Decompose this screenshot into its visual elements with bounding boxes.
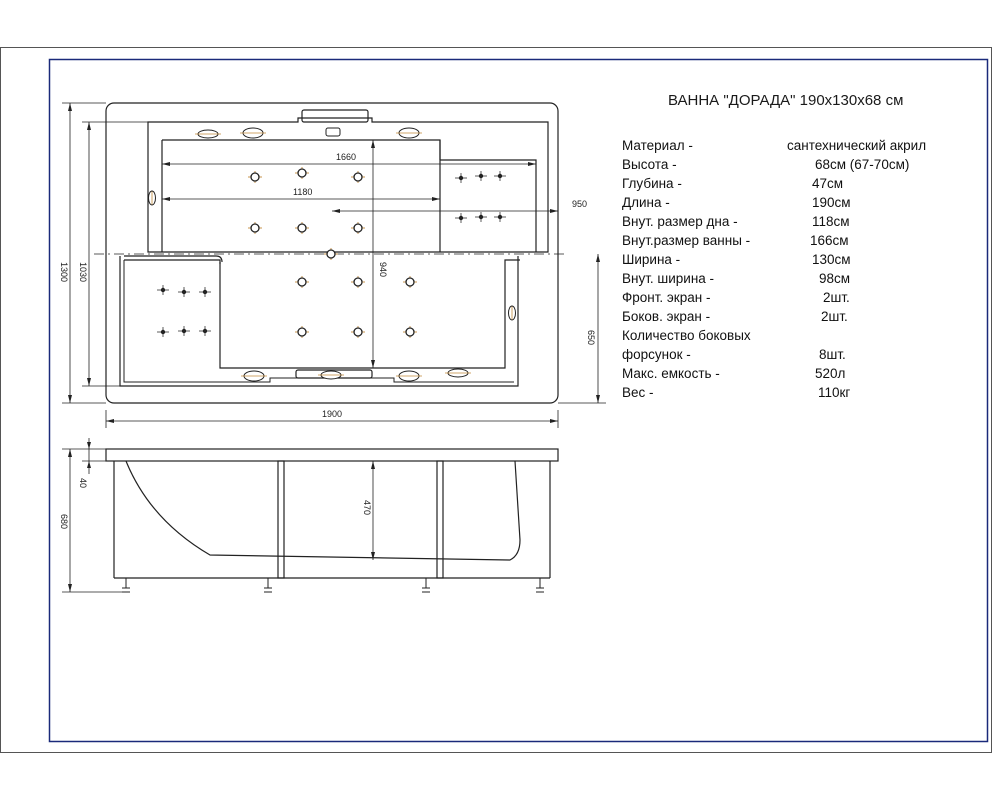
spec-value: сантехнический акрил <box>787 138 927 153</box>
headrest-top <box>301 109 369 123</box>
dim-label-1660: 1660 <box>336 152 356 162</box>
small-jet-icon <box>475 212 487 222</box>
dim-label-940: 940 <box>378 262 388 277</box>
spec-label: Внут.размер ванны - <box>622 233 751 248</box>
overflow-icon <box>325 127 341 137</box>
side-arrows <box>68 442 375 592</box>
dim-label-950: 950 <box>572 199 587 209</box>
dim-label-1900: 1900 <box>322 409 342 419</box>
dim-label-1180: 1180 <box>293 187 312 197</box>
spec-label: Высота - <box>622 157 677 172</box>
small-jet-icon <box>475 171 487 181</box>
spec-label: Ширина - <box>622 252 681 267</box>
spec-row: Количество боковых <box>622 326 952 345</box>
spec-row: Высота - 68см (67-70см) <box>622 155 952 174</box>
jet-icon <box>295 167 309 179</box>
spec-label: Материал - <box>622 138 693 153</box>
small-jet-icon <box>494 171 506 181</box>
small-jet-icon <box>494 212 506 222</box>
spec-value: 118см <box>812 214 850 229</box>
spec-row: Макс. емкость - 520л <box>622 364 952 383</box>
lower-basin <box>119 256 519 387</box>
dim-label-40: 40 <box>78 478 88 488</box>
small-jet-icon <box>157 327 169 337</box>
inner-frame <box>48 58 989 743</box>
spec-row: Глубина - 47см <box>622 174 952 193</box>
small-jet-icon <box>455 173 467 183</box>
spec-value: 2шт. <box>823 290 850 305</box>
upper-inner-right <box>440 159 537 252</box>
side-post-2 <box>436 460 444 579</box>
jets-group <box>148 127 516 382</box>
side-rim <box>105 448 559 462</box>
spec-row: Боков. экран - 2шт. <box>622 307 952 326</box>
spec-label: форсунок - <box>622 347 691 362</box>
spec-value: 130см <box>812 252 851 267</box>
spec-label: Внут. размер дна - <box>622 214 738 229</box>
spec-value: 8шт. <box>819 347 846 362</box>
side-basin-profile <box>125 460 521 561</box>
spec-label: Количество боковых <box>622 328 751 343</box>
upper-basin <box>147 117 549 253</box>
jet-icon <box>295 326 309 338</box>
spec-row: Ширина - 130см <box>622 250 952 269</box>
spec-row: Фронт. экран - 2шт. <box>622 288 952 307</box>
jet-icon <box>324 248 338 260</box>
jet-icon <box>403 276 417 288</box>
spec-row: форсунок - 8шт. <box>622 345 952 364</box>
small-jet-icon <box>455 213 467 223</box>
dim-label-470: 470 <box>362 500 372 515</box>
spec-value: 98см <box>819 271 851 286</box>
top-view <box>94 102 566 404</box>
small-jet-icon <box>157 285 169 295</box>
spec-label: Боков. экран - <box>622 309 711 324</box>
spec-label: Внут. ширина - <box>622 271 715 286</box>
jet-icon <box>248 222 262 234</box>
spec-row: Внут. размер дна - 118см <box>622 212 952 231</box>
tub-outer-rim <box>105 102 559 404</box>
spec-label: Фронт. экран - <box>622 290 711 305</box>
spec-label: Длина - <box>622 195 670 210</box>
spec-value: 47см <box>812 176 844 191</box>
jet-icon <box>351 222 365 234</box>
spec-row: Внут. ширина - 98см <box>622 269 952 288</box>
spec-row: Материал - сантехнический акрил <box>622 136 952 155</box>
lower-inner <box>219 259 520 369</box>
drawing-title: ВАННА "ДОРАДА" 190x130x68 см <box>668 92 904 109</box>
spec-value: 2шт. <box>821 309 848 324</box>
jet-icon <box>248 171 262 183</box>
spec-row: Вес - 110кг <box>622 383 952 402</box>
outer-frame <box>0 47 992 753</box>
spec-label: Вес - <box>622 385 654 400</box>
side-view <box>105 448 559 593</box>
spec-label: Макс. емкость - <box>622 366 720 381</box>
spec-row: Длина - 190см <box>622 193 952 212</box>
top-arrows <box>68 103 600 423</box>
jet-icon <box>351 326 365 338</box>
jet-icon <box>403 326 417 338</box>
dim-label-1300: 1300 <box>59 262 69 282</box>
small-jet-icon <box>178 287 190 297</box>
spec-value: 110кг <box>818 385 851 400</box>
small-jet-icon <box>199 326 211 336</box>
small-jet-icon <box>199 287 211 297</box>
jet-icon <box>351 276 365 288</box>
spec-value: 68см (67-70см) <box>815 157 910 172</box>
dim-label-650: 650 <box>586 330 596 345</box>
side-feet <box>122 578 544 593</box>
jet-icon <box>351 171 365 183</box>
jet-icon <box>295 222 309 234</box>
dim-label-1030: 1030 <box>78 262 88 282</box>
spec-label: Глубина - <box>622 176 682 191</box>
spec-value: 166см <box>810 233 849 248</box>
side-post-1 <box>277 460 285 579</box>
dim-label-680: 680 <box>59 514 69 529</box>
small-jet-icon <box>178 326 190 336</box>
jet-icon <box>295 276 309 288</box>
spec-value: 190см <box>812 195 851 210</box>
spec-value: 520л <box>815 366 846 381</box>
spec-row: Внут.размер ванны - 166см <box>622 231 952 250</box>
